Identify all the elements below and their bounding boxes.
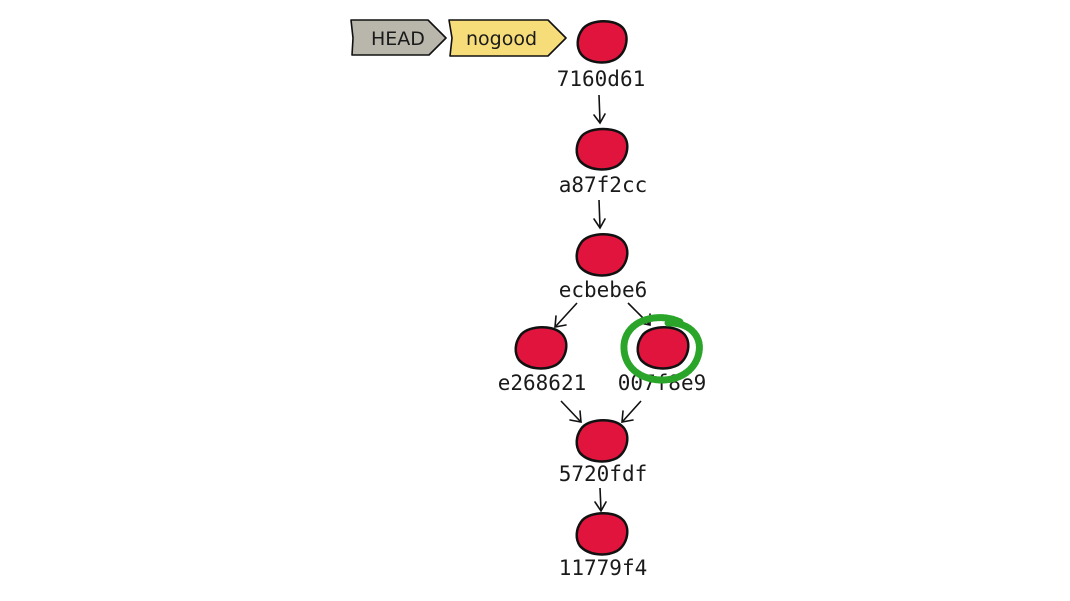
commit-e268621[interactable]: e268621 [498,326,587,395]
commit-node [636,326,690,370]
edge-007f8e9-5720fdf [621,400,642,423]
commit-ecbebe6[interactable]: ecbebe6 [559,233,648,302]
commit-edges [554,94,651,513]
nogood-branch-tag: nogood [448,19,567,57]
edge-a87f2cc-ecbebe6 [593,199,606,230]
commit-hash: 7160d61 [557,67,646,91]
commit-node [575,512,629,556]
commit-hash: 11779f4 [559,556,648,580]
edge-7160d61-a87f2cc [593,94,606,125]
commit-node [575,127,629,171]
commit-7160d61[interactable]: 7160d61 [557,20,646,91]
edge-e268621-5720fdf [560,400,582,423]
commit-5720fdf[interactable]: 5720fdf [559,419,648,486]
commit-007f8e9[interactable]: 007f8e9 [618,314,707,395]
edge-5720fdf-11779f4 [594,487,607,513]
commit-a87f2cc[interactable]: a87f2cc [559,127,648,197]
highlight-circle [620,314,703,384]
commit-node [514,326,568,370]
commit-node [575,419,629,463]
edge-ecbebe6-e268621 [554,302,578,328]
commit-node [576,20,628,64]
commit-node [575,233,629,277]
nogood-branch-label: nogood [466,28,537,50]
commit-hash: 5720fdf [559,462,648,486]
commit-11779f4[interactable]: 11779f4 [559,512,648,580]
head-ref-tag: HEAD [350,19,447,56]
commit-hash: ecbebe6 [559,278,648,302]
commit-hash: e268621 [498,371,587,395]
commit-hash: a87f2cc [559,173,648,197]
head-ref-label: HEAD [371,28,425,50]
